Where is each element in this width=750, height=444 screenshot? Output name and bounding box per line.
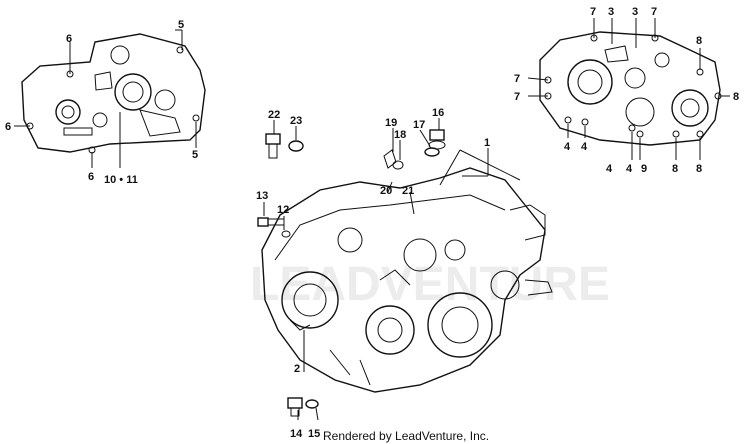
bolt-13: [257, 217, 285, 227]
credit-text: Rendered by LeadVenture, Inc.: [323, 429, 489, 443]
o-ring-17: [424, 147, 440, 157]
callout-5-top: 5: [178, 19, 184, 31]
watermark-text: LEADVENTURE: [250, 258, 610, 311]
washer-12: [281, 230, 291, 238]
washer-15: [305, 399, 319, 409]
callout-23: 23: [290, 115, 302, 127]
callout-4-b: 4: [581, 141, 588, 153]
bolt-18: [392, 160, 404, 170]
callout-16: 16: [432, 107, 444, 119]
callout-1: 1: [484, 137, 490, 149]
callout-19: 19: [385, 117, 397, 129]
washer-23: [288, 140, 304, 152]
callout-14: 14: [290, 428, 303, 440]
right-case-half-drawing: [539, 31, 722, 146]
callout-5-bottom: 5: [192, 149, 198, 161]
callout-7-b: 7: [651, 6, 657, 18]
pin-19: [383, 149, 397, 169]
callout-18: 18: [394, 129, 406, 141]
callout-4-d: 4: [626, 163, 633, 175]
callout-4-a: 4: [564, 141, 571, 153]
callout-20: 20: [380, 185, 392, 197]
callout-8-d: 8: [696, 163, 702, 175]
bolt-22: [265, 133, 281, 159]
callout-22: 22: [268, 109, 280, 121]
callout-17: 17: [413, 119, 425, 131]
callout-8-a: 8: [696, 35, 702, 47]
callout-6-top: 6: [66, 33, 72, 45]
callout-4-c: 4: [606, 163, 613, 175]
callout-10-11: 10 • 11: [104, 174, 138, 186]
callout-7-a: 7: [590, 6, 596, 18]
callout-21: 21: [402, 185, 414, 197]
callout-3-b: 3: [632, 6, 638, 18]
cap-16: [428, 129, 446, 150]
callout-2: 2: [294, 363, 300, 375]
left-case-half-drawing: [21, 33, 206, 154]
callout-12: 12: [277, 204, 289, 216]
callout-7-c: 7: [514, 73, 520, 85]
callout-6-bottom: 6: [88, 171, 94, 183]
drain-plug-14: [287, 397, 303, 417]
callout-9: 9: [641, 163, 647, 175]
callout-3-a: 3: [608, 6, 614, 18]
callout-13: 13: [256, 190, 268, 202]
callout-8-b: 8: [733, 91, 739, 103]
callout-15: 15: [308, 428, 320, 440]
callout-6-left: 6: [5, 121, 11, 133]
callout-8-c: 8: [672, 163, 678, 175]
callout-7-d: 7: [514, 91, 520, 103]
crankcase-assembly-drawing: [261, 149, 553, 393]
